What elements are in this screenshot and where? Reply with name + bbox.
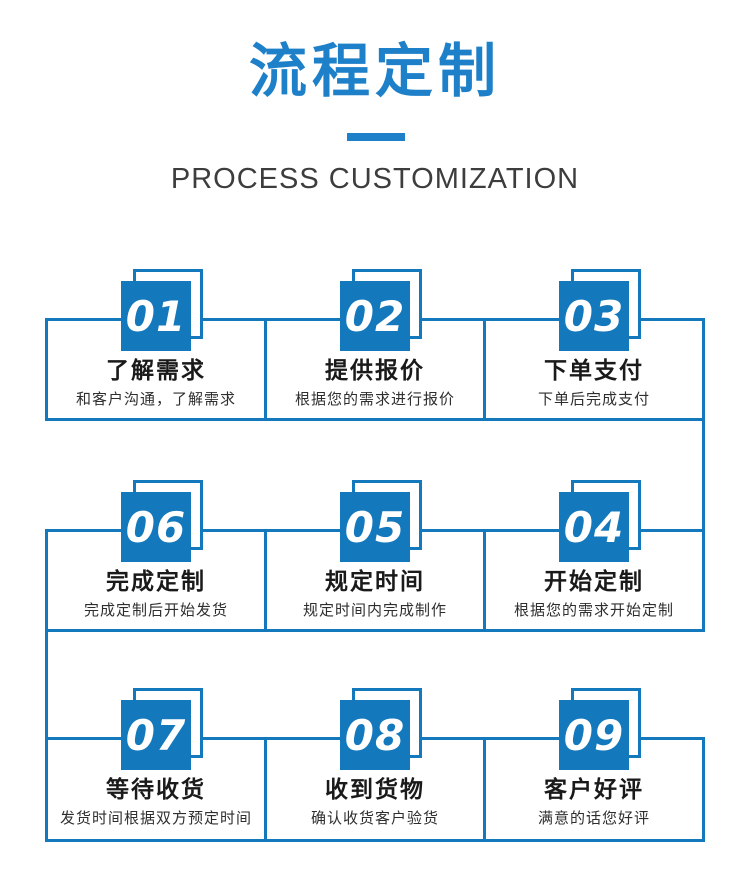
step-number: 06 [125,502,187,552]
number-square: 01 [121,281,191,351]
step-number: 07 [125,710,187,760]
number-square: 05 [340,492,410,562]
step-number: 09 [563,710,625,760]
process-row-2: 06 完成定制 完成定制后开始发货 05 规定时间 规定时间内完成制作 04 开… [45,480,705,632]
step-title: 等待收货 [106,776,206,802]
step-description: 完成定制后开始发货 [83,601,228,619]
step-title: 了解需求 [106,357,206,383]
step-description: 下单后完成支付 [537,390,650,408]
step-title: 客户好评 [544,776,644,802]
step-card-01: 01 了解需求 和客户沟通，了解需求 [48,269,264,418]
number-square: 03 [559,281,629,351]
step-number: 05 [344,502,406,552]
step-number: 01 [125,291,187,341]
page-title: 流程定制 [248,39,501,104]
step-title: 提供报价 [325,357,425,383]
step-description: 满意的话您好评 [537,809,650,827]
step-card-07: 07 等待收货 发货时间根据双方预定时间 [48,688,264,839]
step-number: 04 [563,502,625,552]
step-number: 02 [344,291,406,341]
number-square: 09 [559,700,629,770]
step-description: 确认收货客户验货 [310,809,439,827]
step-title: 开始定制 [544,568,644,594]
step-title: 完成定制 [106,568,206,594]
process-row-1: 01 了解需求 和客户沟通，了解需求 02 提供报价 根据您的需求进行报价 03… [45,269,705,421]
step-card-09: 09 客户好评 满意的话您好评 [483,688,702,839]
step-card-08: 08 收到货物 确认收货客户验货 [264,688,483,839]
page-subtitle: PROCESS CUSTOMIZATION [170,163,580,195]
step-title: 下单支付 [544,357,644,383]
step-description: 和客户沟通，了解需求 [75,390,236,408]
step-title: 规定时间 [325,568,425,594]
process-row-3: 07 等待收货 发货时间根据双方预定时间 08 收到货物 确认收货客户验货 09… [45,688,705,842]
step-number: 03 [563,291,625,341]
flow-connector-right [702,419,705,531]
step-card-05: 05 规定时间 规定时间内完成制作 [264,480,483,629]
step-description: 根据您的需求开始定制 [513,601,674,619]
step-description: 发货时间根据双方预定时间 [59,809,252,827]
step-description: 根据您的需求进行报价 [294,390,455,408]
number-square: 04 [559,492,629,562]
title-divider-bar [347,133,405,141]
step-number: 08 [344,710,406,760]
step-card-06: 06 完成定制 完成定制后开始发货 [48,480,264,629]
step-card-03: 03 下单支付 下单后完成支付 [483,269,702,418]
number-square: 08 [340,700,410,770]
step-description: 规定时间内完成制作 [302,601,447,619]
step-title: 收到货物 [325,776,425,802]
flow-connector-left [45,630,48,739]
step-card-02: 02 提供报价 根据您的需求进行报价 [264,269,483,418]
number-square: 06 [121,492,191,562]
number-square: 02 [340,281,410,351]
number-square: 07 [121,700,191,770]
step-card-04: 04 开始定制 根据您的需求开始定制 [483,480,702,629]
